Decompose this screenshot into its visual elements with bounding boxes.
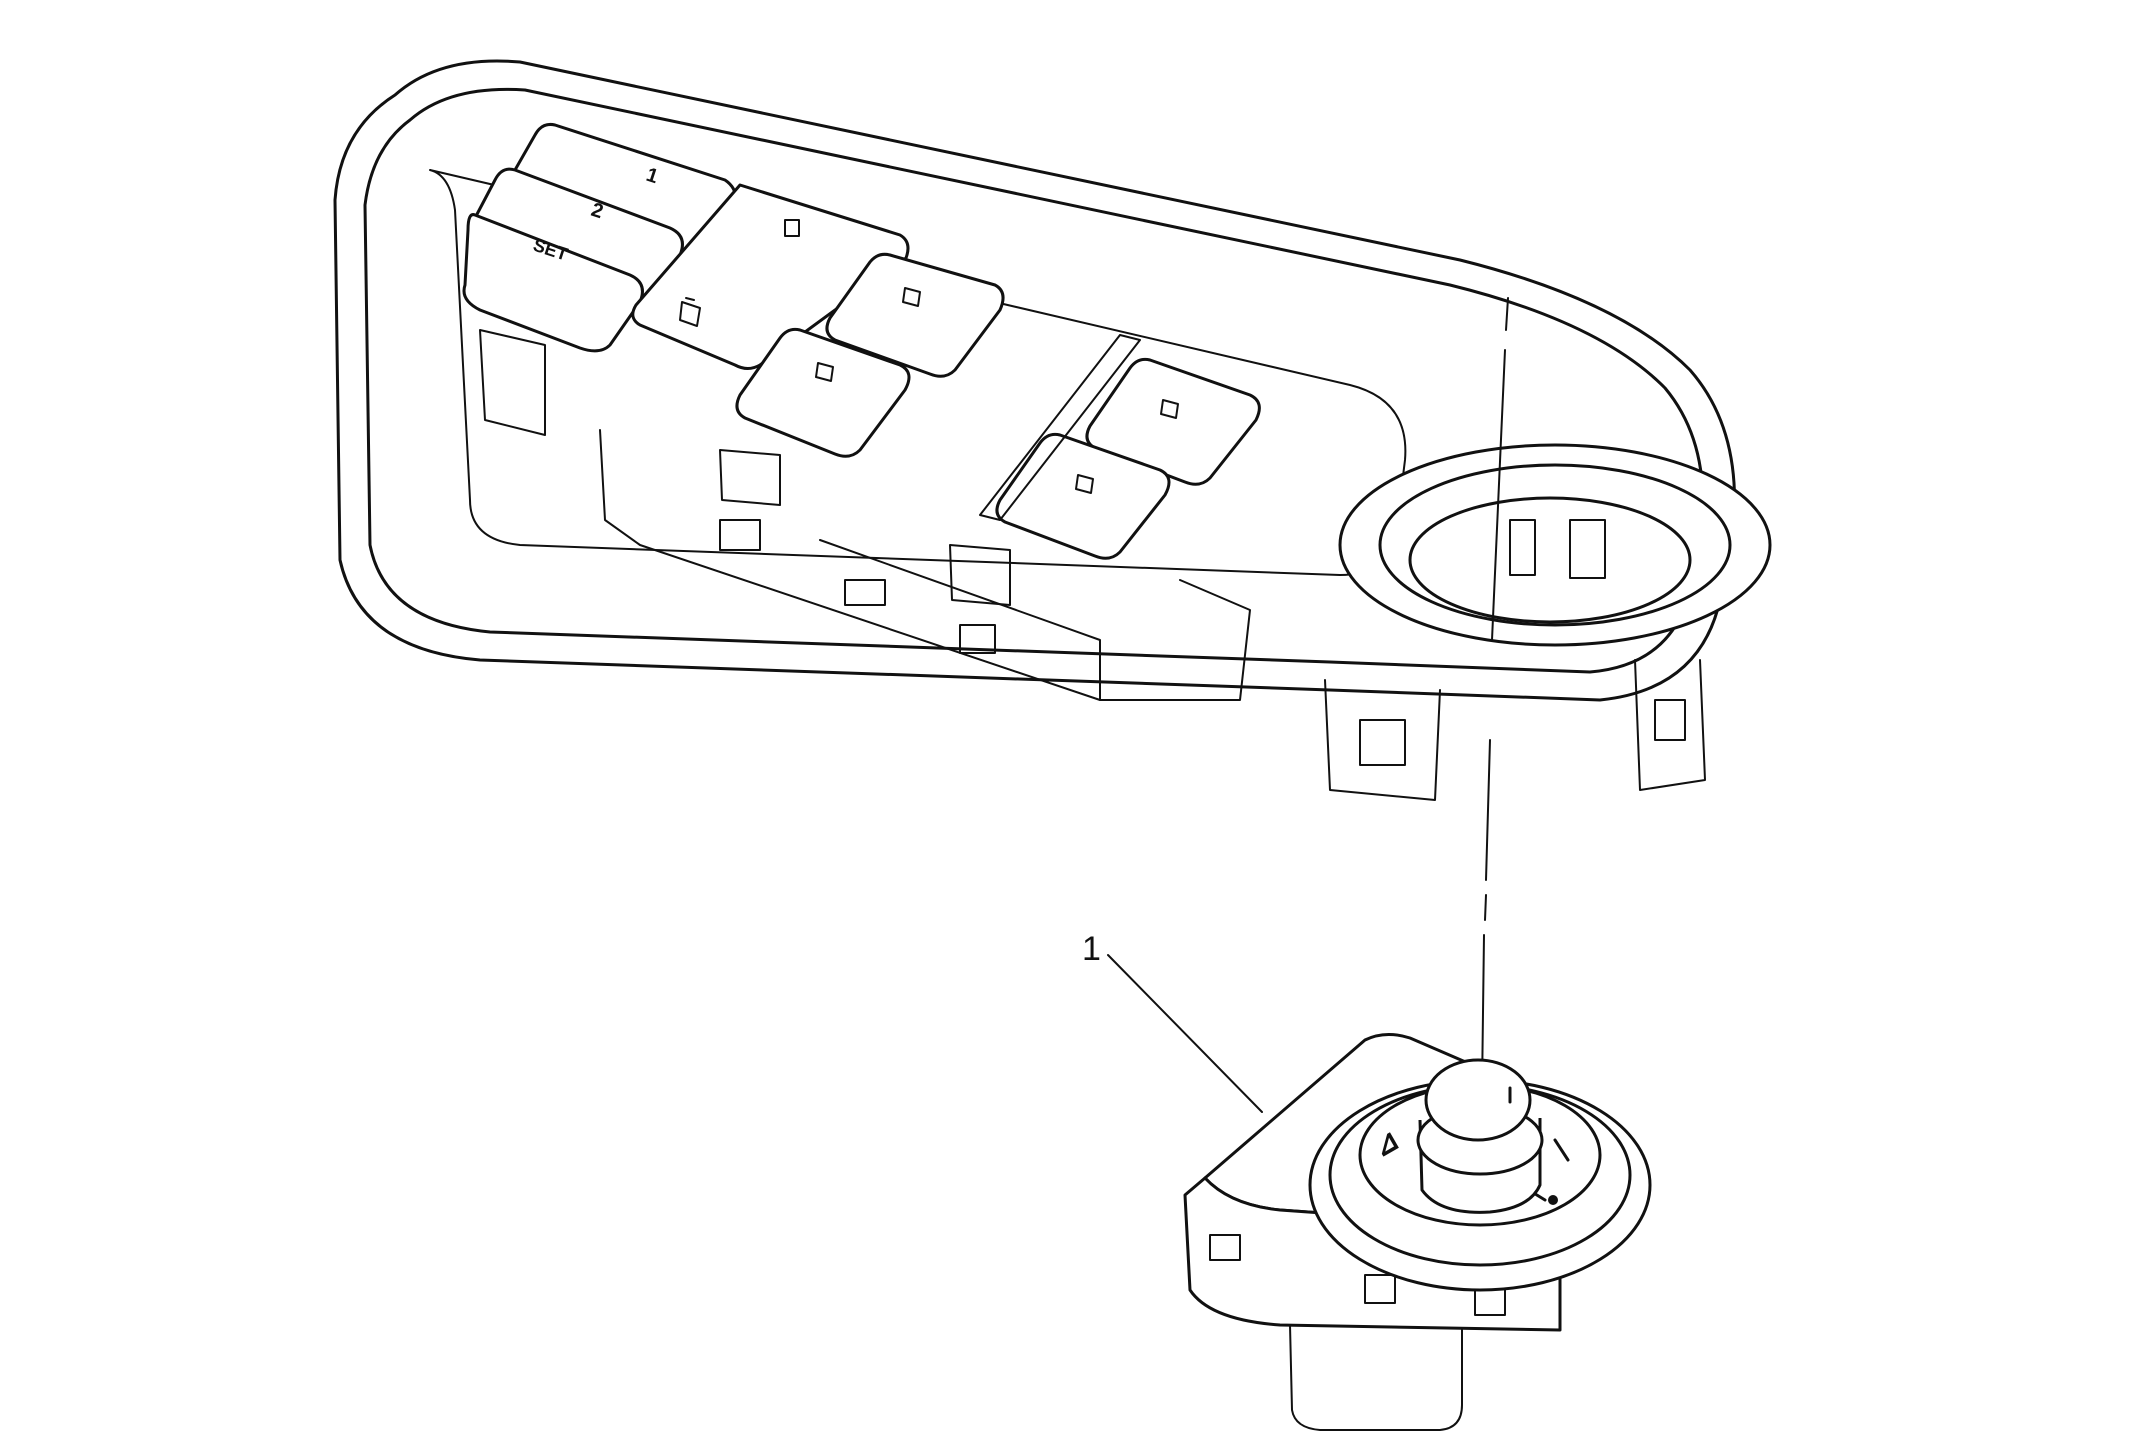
centerline-middle-segment bbox=[1485, 739, 1491, 881]
callout-1: 1 bbox=[1082, 930, 1263, 1113]
mirror-switch-clip-front bbox=[1364, 1274, 1396, 1304]
centerline-upper-dash bbox=[1505, 297, 1509, 331]
housing-clip-mid bbox=[719, 449, 781, 506]
window-arrow-icon-4 bbox=[1075, 474, 1094, 494]
window-switch-rear-left[interactable] bbox=[825, 252, 1005, 378]
housing-slot-2 bbox=[844, 579, 886, 606]
window-switch-divider bbox=[979, 334, 1141, 521]
window-arrow-icon-2 bbox=[815, 362, 834, 382]
mirror-switch-housing-edge bbox=[1184, 1194, 1191, 1291]
ring-clip-left bbox=[1509, 519, 1536, 576]
window-lockout-icon bbox=[679, 297, 701, 327]
housing-slot-3 bbox=[959, 624, 996, 654]
housing-side bbox=[819, 539, 1101, 701]
bezel-ring-outer bbox=[1338, 443, 1772, 647]
bezel-tab-right-slot bbox=[1654, 699, 1686, 741]
selector-dial-dot-icon bbox=[1548, 1195, 1558, 1205]
window-switch-strip[interactable] bbox=[631, 183, 910, 370]
switch-housing bbox=[479, 329, 1251, 701]
bezel-ring-inner bbox=[1378, 463, 1732, 627]
bezel-tab-left bbox=[1324, 679, 1441, 801]
ring-clip-right bbox=[1569, 519, 1606, 579]
housing-slot-1 bbox=[719, 519, 761, 551]
mirror-switch-component: ⊿ bbox=[1183, 1033, 1652, 1431]
window-switches bbox=[735, 252, 1261, 560]
centerline-lower-dash bbox=[1484, 894, 1487, 921]
housing-clip-left bbox=[479, 329, 546, 436]
bezel-tab-left-slot bbox=[1359, 719, 1406, 766]
window-arrow-icon-1 bbox=[902, 287, 921, 307]
selector-dial-marking-right bbox=[1553, 1138, 1570, 1162]
window-switch-front-left[interactable] bbox=[735, 327, 911, 458]
window-lockout-buttons bbox=[631, 183, 910, 370]
mirror-switch-clip-left bbox=[1209, 1234, 1241, 1261]
switch-recess bbox=[429, 169, 1407, 576]
mirror-switch-connector bbox=[1289, 1324, 1463, 1431]
memory-button-set[interactable] bbox=[462, 213, 644, 353]
window-switch-rear-right[interactable] bbox=[1085, 357, 1261, 486]
bezel-tab-right bbox=[1634, 659, 1706, 791]
centerline-upper-segment bbox=[1491, 349, 1506, 641]
window-arrow-icon-3 bbox=[1160, 399, 1179, 419]
callout-1-label: 1 bbox=[1082, 930, 1101, 968]
joystick-knob-top[interactable] bbox=[1424, 1058, 1532, 1142]
bezel-ring-opening bbox=[1408, 496, 1692, 624]
window-switch-front-right[interactable] bbox=[995, 432, 1171, 560]
callout-1-leader-line bbox=[1107, 954, 1263, 1113]
lock-indicator-icon bbox=[784, 219, 800, 237]
housing-clip-right bbox=[949, 544, 1011, 606]
memory-buttons: 1 2 SET bbox=[462, 123, 738, 353]
